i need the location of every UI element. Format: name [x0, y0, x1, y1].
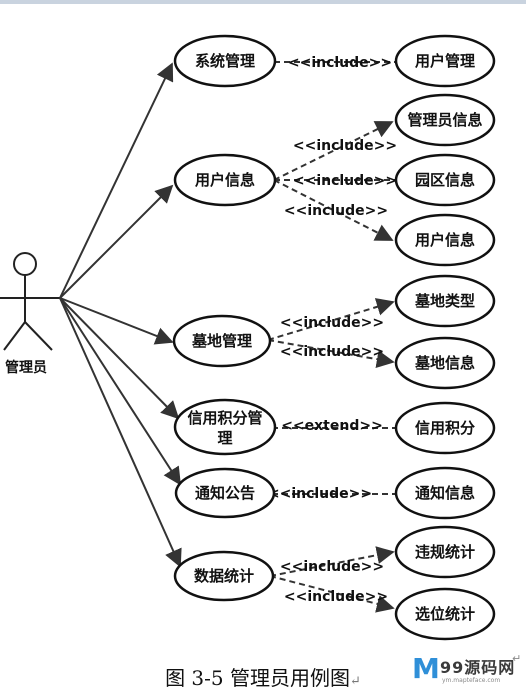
paragraph-mark-icon: ↵ [350, 674, 361, 689]
assoc-cemetery [59, 297, 174, 345]
assoc-userinfo [59, 184, 174, 299]
use-case-selection-label: 选位统计 [415, 605, 475, 623]
assoc-sys [59, 62, 174, 299]
rel-label-userinfo-admininfo: <<include>> [293, 138, 397, 154]
use-case-userinfo-label: 用户信息 [195, 171, 255, 189]
actor-admin[interactable]: 管理员 [0, 252, 60, 376]
rel-line-userinfo-admininfo [273, 121, 394, 181]
actor-leg-left [3, 321, 26, 351]
rel-label-sys-usermgmt: <<include>> [288, 55, 392, 71]
rel-label-userinfo-parkinfo: <<include>> [293, 173, 397, 189]
rel-line-stats-selection [269, 575, 395, 613]
rel-label-userinfo-userinfo2: <<include>> [284, 203, 388, 219]
use-case-plottype[interactable]: 墓地类型 [394, 274, 496, 328]
use-case-usermgmt-label: 用户管理 [415, 52, 475, 70]
use-case-plotinfo-label: 墓地信息 [414, 354, 475, 372]
watermark-paragraph-mark-icon: ↵ [512, 652, 522, 665]
actor-associations [59, 62, 182, 568]
assoc-credit [59, 297, 180, 420]
rel-label-stats-violation: <<include>> [280, 559, 384, 575]
use-case-violation-label: 违规统计 [415, 543, 475, 561]
actor-head [13, 252, 37, 276]
use-case-diagram: 管理员 <<include>> <<include>> <<include>> … [0, 34, 496, 641]
use-case-admininfo-label: 管理员信息 [407, 111, 482, 129]
watermark-url: ym.mapteface.com [442, 677, 501, 684]
assoc-stats [59, 297, 182, 568]
relation-labels: <<include>> <<include>> <<include>> <<in… [268, 55, 397, 605]
rel-line-stats-violation [269, 546, 395, 577]
use-case-notice[interactable]: 通知公告 [174, 467, 276, 519]
use-case-admininfo[interactable]: 管理员信息 [394, 93, 496, 147]
rel-line-cemetery-plottype [267, 298, 395, 341]
assoc-notice [59, 297, 181, 486]
watermark-name: 99源码网 [440, 658, 516, 677]
rel-label-credit-creditpts: <<extend>> [281, 418, 383, 434]
use-case-credit[interactable]: 信用积分管 理 [173, 398, 277, 456]
rel-line-userinfo-userinfo2 [273, 179, 394, 241]
use-case-plotinfo[interactable]: 墓地信息 [394, 336, 496, 390]
use-case-stats[interactable]: 数据统计 [173, 550, 275, 602]
rel-label-notice-noticeinfo: <<include>> [268, 486, 372, 502]
use-case-parkinfo[interactable]: 园区信息 [394, 153, 496, 207]
use-case-creditpts[interactable]: 信用积分 [394, 401, 496, 455]
use-case-credit-label-line2: 理 [217, 429, 232, 447]
use-case-sys[interactable]: 系统管理 [173, 34, 277, 88]
rel-line-cemetery-plotinfo [267, 339, 395, 369]
use-case-usermgmt[interactable]: 用户管理 [394, 34, 496, 88]
watermark: M 99源码网 ym.mapteface.com ↵ [412, 652, 522, 694]
use-case-selection[interactable]: 选位统计 [394, 587, 496, 641]
figure-caption: 图 3-5 管理员用例图↵ [0, 662, 526, 691]
use-case-noticeinfo-label: 通知信息 [415, 484, 475, 502]
figure-caption-text: 图 3-5 管理员用例图 [165, 666, 350, 690]
use-case-violation[interactable]: 违规统计 [394, 525, 496, 579]
rel-label-cemetery-plotinfo: <<include>> [280, 344, 384, 360]
use-case-noticeinfo[interactable]: 通知信息 [394, 466, 496, 520]
relation-lines [267, 61, 397, 613]
top-border [0, 0, 526, 4]
use-case-userinfo2-label: 用户信息 [415, 231, 475, 249]
use-case-credit-label-line1: 信用积分管 [187, 409, 262, 427]
use-case-userinfo[interactable]: 用户信息 [173, 153, 277, 207]
use-case-sys-label: 系统管理 [195, 52, 255, 70]
rel-label-cemetery-plottype: <<include>> [280, 315, 384, 331]
rel-label-stats-selection: <<include>> [284, 589, 388, 605]
actor-leg-right [24, 321, 53, 351]
use-case-cemetery[interactable]: 墓地管理 [172, 314, 272, 368]
use-case-plottype-label: 墓地类型 [414, 292, 475, 310]
use-case-notice-label: 通知公告 [195, 484, 255, 502]
use-case-stats-label: 数据统计 [194, 567, 254, 585]
actor-label: 管理员 [5, 359, 47, 376]
use-case-parkinfo-label: 园区信息 [415, 171, 475, 189]
use-case-creditpts-label: 信用积分 [415, 419, 475, 437]
watermark-logo-icon: M [412, 652, 440, 685]
use-case-cemetery-label: 墓地管理 [191, 332, 252, 350]
use-case-userinfo2[interactable]: 用户信息 [394, 213, 496, 267]
